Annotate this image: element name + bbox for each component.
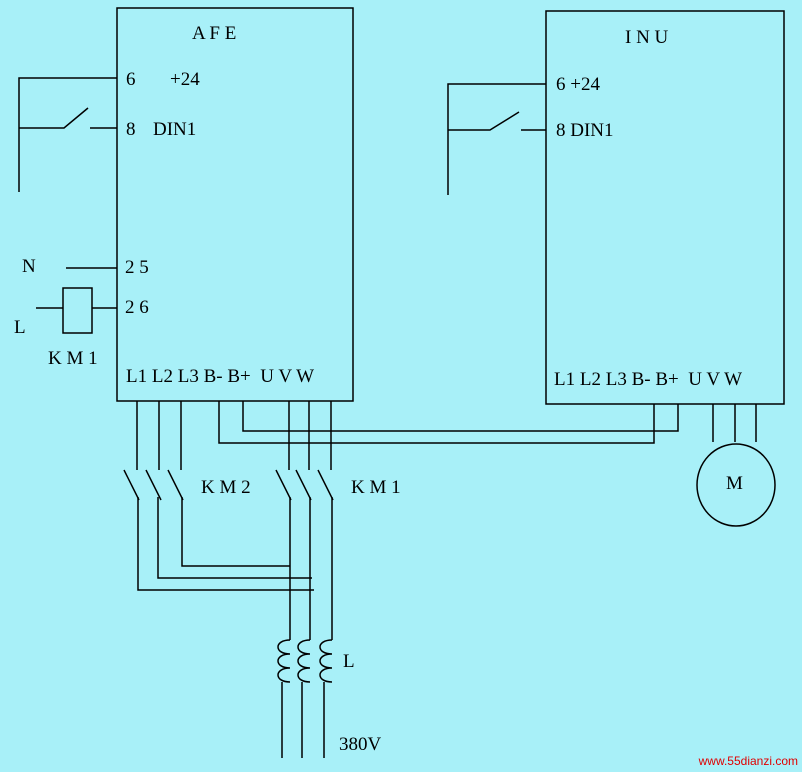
afe-terminal-8: 8 (126, 119, 136, 140)
motor-symbol (696, 443, 776, 527)
afe-din1-label: DIN1 (153, 119, 197, 140)
inu-terminal-6: 6 +24 (556, 74, 600, 95)
afe-plus24-label: +24 (170, 69, 200, 90)
km2-contactor-label: K M 2 (201, 477, 251, 498)
afe-line-input-wiring (123, 401, 314, 591)
afe-din-wiring (18, 77, 117, 192)
km1-coil-label: K M 1 (48, 348, 98, 369)
afe-terminal-25: 2 5 (125, 257, 149, 278)
afe-terminal-6: 6 (126, 69, 136, 90)
motor-label: M (726, 473, 743, 494)
km1-coil-wiring (36, 267, 117, 334)
supply-voltage-label: 380V (339, 734, 382, 755)
afe-box (116, 7, 354, 402)
inu-din-wiring (447, 83, 546, 195)
reactor-label: L (343, 651, 355, 672)
km1-coil (62, 287, 93, 334)
afe-output-wiring (275, 401, 334, 640)
afe-terminal-26: 2 6 (125, 297, 149, 318)
line-label: L (14, 317, 26, 338)
line-reactor (277, 639, 333, 758)
afe-power-terminals: L1 L2 L3 B- B+ U V W (126, 366, 315, 387)
watermark: www.55dianzi.com (698, 754, 798, 768)
inu-motor-wiring (696, 404, 776, 527)
inu-terminal-8: 8 DIN1 (556, 120, 614, 141)
dc-bus-wiring (218, 401, 679, 444)
afe-title: A F E (192, 23, 237, 44)
inu-title: I N U (625, 27, 669, 48)
inu-power-terminals: L1 L2 L3 B- B+ U V W (554, 369, 743, 390)
neutral-label: N (22, 256, 36, 277)
km1-contactor-label: K M 1 (351, 477, 401, 498)
inu-box (545, 10, 785, 405)
